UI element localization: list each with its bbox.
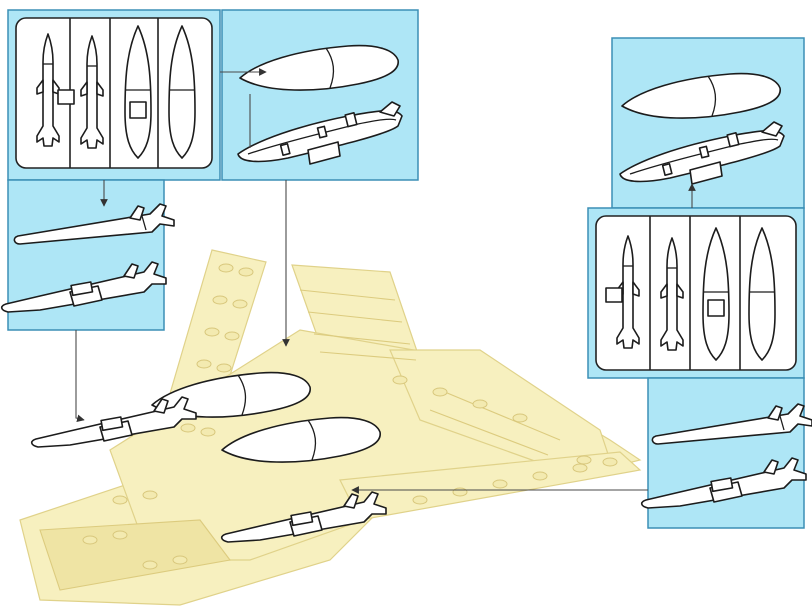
panel-left-missile-assembly <box>0 179 175 331</box>
sprue-frame-left <box>15 17 213 169</box>
plane-model <box>19 249 642 606</box>
tank-clip-2 <box>707 299 725 317</box>
panel-left-tank-assembly <box>221 9 419 181</box>
sprue-frame-right <box>595 215 797 371</box>
panel-left-sprue <box>7 9 221 181</box>
panel-right-sprue <box>587 207 805 379</box>
panel-right-missile-assembly <box>640 377 812 529</box>
panel-right-tank-assembly <box>611 37 805 209</box>
leader-lines <box>75 68 696 494</box>
tank-clip-1 <box>129 101 147 119</box>
pylon-part-1 <box>57 89 75 105</box>
pylon-part-2 <box>605 287 623 303</box>
fin-bricks <box>299 289 561 456</box>
